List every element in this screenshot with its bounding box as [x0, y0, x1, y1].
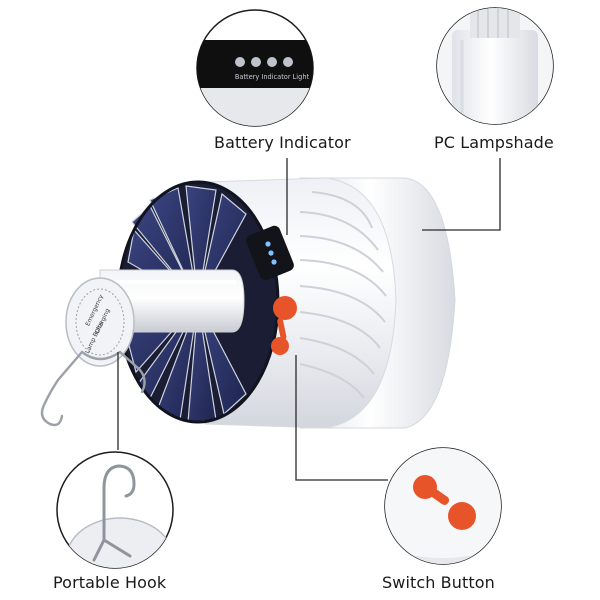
battery-panel-text: Battery Indicator Light [235, 73, 310, 81]
pc-lampshade-inset [436, 7, 554, 125]
body-ribs [299, 191, 387, 399]
led-dot [235, 57, 245, 67]
leader-lines [117, 158, 501, 481]
wire-hook [40, 350, 146, 427]
led-dot [251, 57, 261, 67]
battery-indicator-inset: Battery Indicator Light [196, 9, 314, 127]
battery-indicator-strip [246, 225, 294, 281]
switch-button-inset [384, 447, 502, 565]
portable-hook-inset [56, 451, 174, 569]
label-portable-hook: Portable Hook [53, 573, 167, 592]
label-pc-lampshade: PC Lampshade [434, 133, 554, 152]
led-dot [267, 57, 277, 67]
lamp-bulb: Emergency Charging Lamp Bulbs [40, 177, 456, 429]
label-battery-indicator: Battery Indicator [214, 133, 351, 152]
switch-button [271, 296, 297, 355]
lamp-cap: Emergency Charging Lamp Bulbs [65, 269, 245, 367]
led-dot [283, 57, 293, 67]
label-switch-button: Switch Button [382, 573, 495, 592]
